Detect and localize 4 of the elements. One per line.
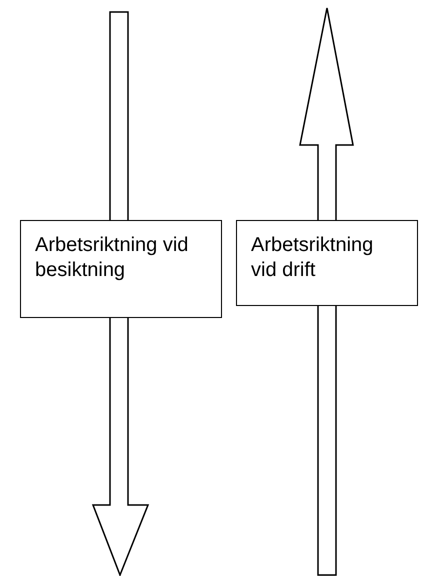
label-box: [20, 220, 222, 318]
label-box: [236, 220, 418, 306]
box-label: Arbetsriktning vid besiktning: [35, 233, 190, 283]
box-label: Arbetsriktning vid drift: [251, 233, 374, 283]
